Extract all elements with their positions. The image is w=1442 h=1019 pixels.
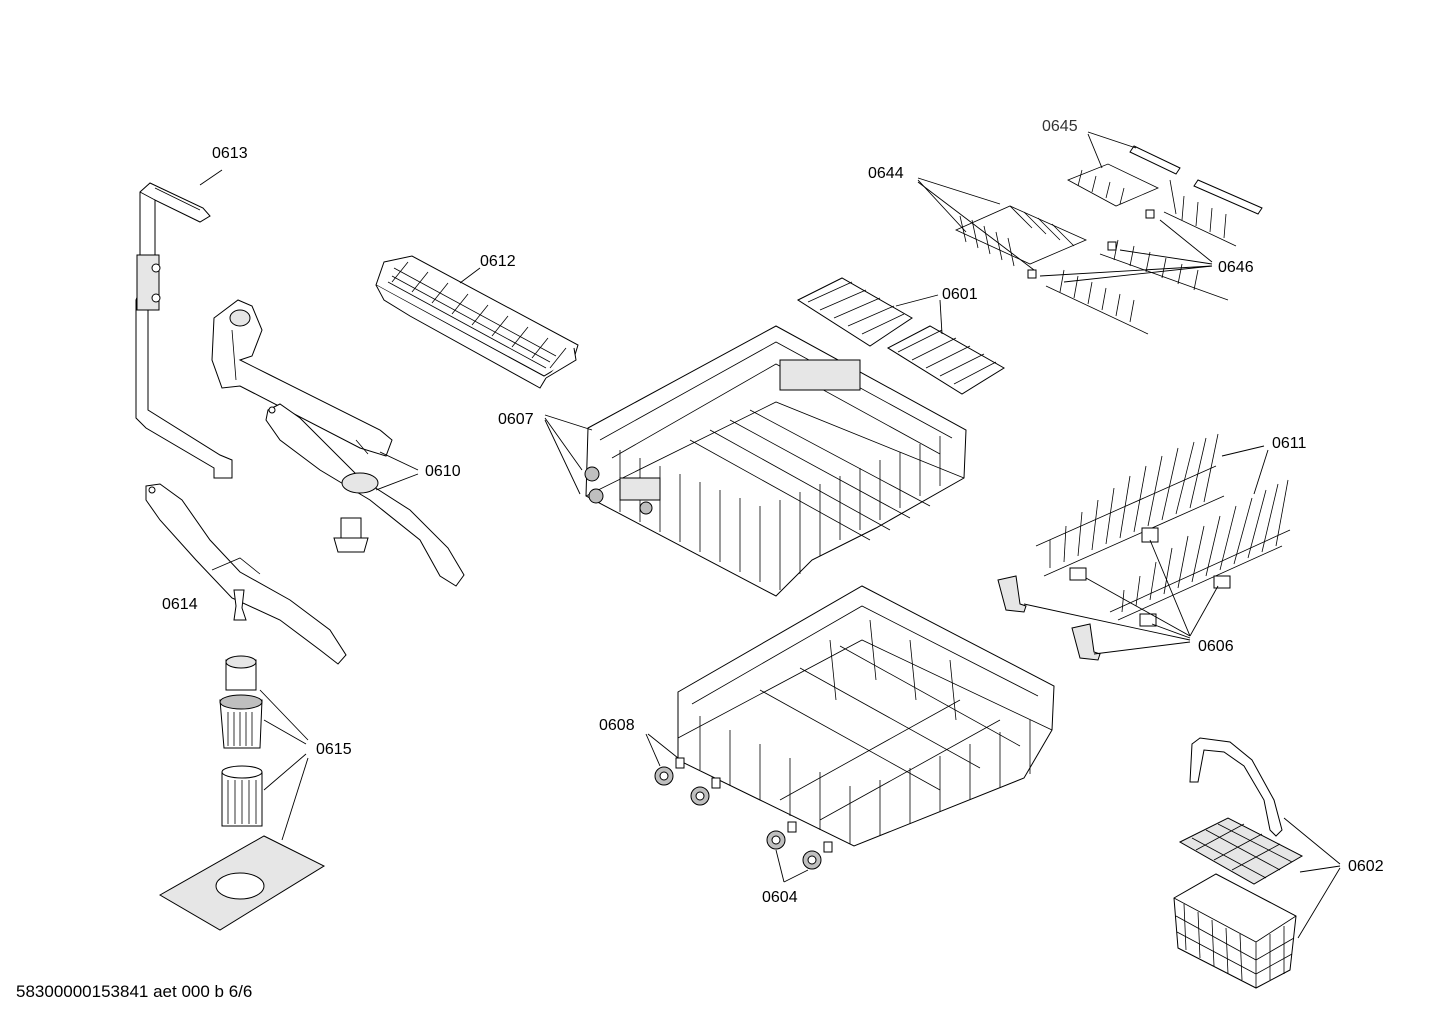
leader-0610b [375,473,419,491]
label-0615: 0615 [316,741,352,758]
part-0608-0604-wheels [654,757,833,870]
part-0606-rack-clips [997,527,1231,661]
leader-0613 [199,169,223,186]
document-footer: 58300000153841 aet 000 b 6/6 [16,982,252,1001]
label-0610: 0610 [425,463,461,480]
part-0615-filter-set [158,655,326,931]
label-0608: 0608 [599,717,635,734]
label-0646: 0646 [1218,259,1254,276]
leaders-0615 [259,689,309,841]
label-0612: 0612 [480,253,516,270]
leader-0611a [1221,445,1265,457]
part-0611-tine-rows [1035,433,1291,621]
part-0612-cutlery-tray [375,255,579,389]
label-0611: 0611 [1272,435,1307,452]
part-0614-lower-spray-arm [145,483,347,665]
upper-spray-arm-tube [211,299,393,457]
label-0604: 0604 [762,889,798,906]
part-0644-0645-0646-racks [955,145,1263,335]
leader-0611b [1253,449,1269,495]
leaders-0644 [917,177,1035,271]
part-0613-supply-tube [135,182,233,479]
label-0602: 0602 [1348,858,1384,875]
label-0607: 0607 [498,411,534,428]
leaders-0646 [1039,219,1213,283]
part-0601-cup-shelves [796,277,1005,395]
leaders-0645 [1087,131,1137,169]
label-0645: 0645 [1042,118,1078,135]
leader-0601a [895,294,939,307]
part-0610-upper-spray-arm [265,403,465,587]
label-0614: 0614 [162,596,198,613]
leaders-0607 [544,414,593,495]
label-0601: 0601 [942,286,978,303]
part-0607-upper-basket [584,325,967,597]
label-0644: 0644 [868,165,904,182]
leader-0601b [939,299,943,335]
label-0613: 0613 [212,145,248,162]
lower-basket [677,585,1055,847]
leader-0612 [459,267,481,284]
leaders-0604 [775,849,809,883]
leaders-0608 [645,733,679,767]
label-0606: 0606 [1198,638,1234,655]
part-0602-cutlery-basket [1173,737,1304,989]
leaders-0606 [1023,539,1219,655]
leader-0610a [379,451,419,471]
leaders-0602 [1283,817,1341,939]
